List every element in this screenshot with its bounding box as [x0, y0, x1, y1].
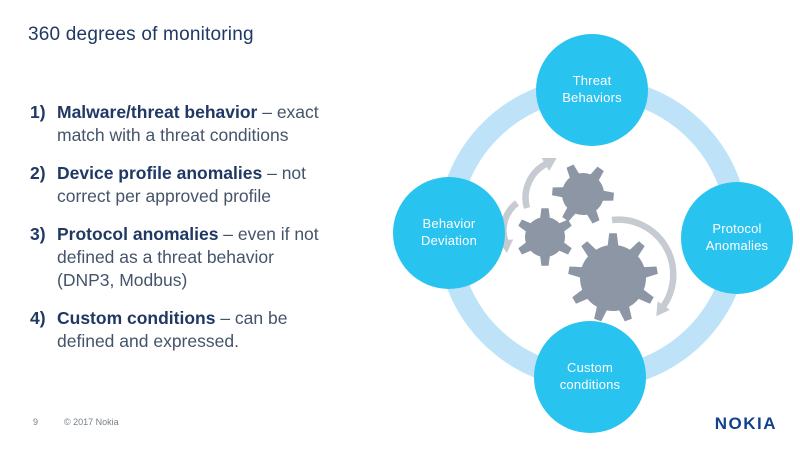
- list-item-text: – even if not: [218, 224, 319, 244]
- gear-icon: [552, 164, 614, 224]
- page-title: 360 degrees of monitoring: [28, 24, 254, 45]
- node-custom-conditions: Custom conditions: [534, 321, 646, 433]
- rotation-arrow-icon: [541, 158, 557, 171]
- rotation-arrow-icon: [656, 301, 670, 317]
- list-item-lead: Custom conditions: [57, 308, 216, 328]
- rotation-arrow-icon: [611, 216, 677, 310]
- list-item-text: (DNP3, Modbus): [57, 270, 188, 290]
- rotation-arrow-icon: [522, 160, 550, 209]
- list-item-number: 4): [30, 308, 46, 328]
- list-item-number: 2): [30, 163, 46, 183]
- gears-icon: [498, 158, 677, 322]
- nokia-logo: NOKIA: [714, 414, 777, 433]
- node-protocol-anomalies: Protocol Anomalies: [681, 182, 793, 294]
- list-item: 2) Device profile anomalies – not correc…: [30, 162, 392, 208]
- node-label: Behavior: [422, 216, 476, 232]
- node-threat-behaviors: Threat Behaviors: [536, 34, 648, 146]
- list-item-text: – not: [262, 163, 307, 183]
- list-item-text: match with a threat conditions: [57, 125, 289, 145]
- list-item-text: correct per approved profile: [57, 186, 271, 206]
- page-number: 9: [33, 417, 39, 427]
- monitoring-list: 1) Malware/threat behavior – exact match…: [30, 101, 392, 368]
- gear-icon: [568, 233, 658, 322]
- node-label: Custom: [567, 360, 613, 376]
- list-item: 1) Malware/threat behavior – exact match…: [30, 101, 392, 147]
- list-item-number: 3): [30, 224, 46, 244]
- list-item: 4) Custom conditions – can be defined an…: [30, 307, 392, 353]
- monitoring-diagram: Threat Behaviors Protocol Anomalies Cust…: [380, 20, 800, 445]
- gear-icon: [518, 208, 572, 266]
- list-item-text: – exact: [257, 102, 319, 122]
- list-item-lead: Malware/threat behavior: [57, 102, 258, 122]
- list-item-lead: Protocol anomalies: [57, 224, 219, 244]
- node-label: Behaviors: [562, 90, 622, 105]
- list-item-number: 1): [30, 102, 46, 122]
- list-item: 3) Protocol anomalies – even if not defi…: [30, 223, 392, 292]
- node-label: conditions: [559, 377, 621, 392]
- node-behavior-deviation: Behavior Deviation: [393, 177, 505, 289]
- list-item-text: defined and expressed.: [57, 331, 239, 351]
- copyright-text: © 2017 Nokia: [64, 417, 119, 427]
- node-label: Protocol: [712, 221, 762, 237]
- node-label: Deviation: [421, 233, 477, 248]
- list-item-text: defined as a threat behavior: [57, 247, 274, 267]
- node-label: Threat: [572, 73, 612, 89]
- list-item-text: – can be: [215, 308, 288, 328]
- node-label: Anomalies: [705, 238, 769, 253]
- rotation-arrow-icon: [500, 200, 520, 245]
- list-item-lead: Device profile anomalies: [57, 163, 263, 183]
